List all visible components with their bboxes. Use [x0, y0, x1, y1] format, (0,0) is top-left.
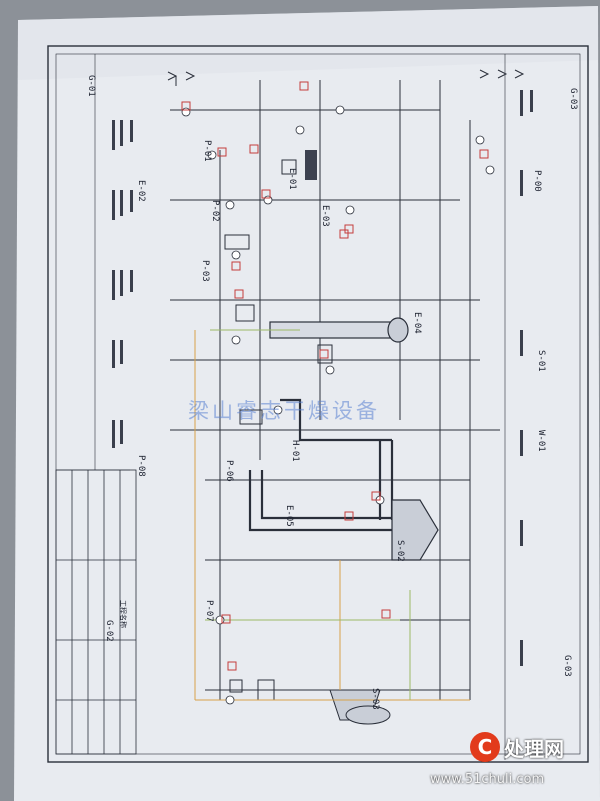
cyclone-s03-body — [345, 705, 391, 725]
tag-g01: G-01 — [86, 75, 96, 97]
tag-h01: H-01 — [290, 440, 300, 462]
drawing-frame — [47, 45, 589, 763]
tank-2 — [305, 150, 317, 180]
title-block-project: 工程名称 — [119, 600, 127, 628]
tag-s02: S-02 — [395, 540, 405, 562]
tag-e01: E-01 — [287, 168, 297, 190]
tag-p07: P-07 — [204, 600, 214, 622]
tag-e02: E-02 — [136, 180, 146, 202]
tank-8 — [229, 679, 243, 693]
tag-e03: E-03 — [320, 205, 330, 227]
tag-p03: P-03 — [200, 260, 210, 282]
tank-3 — [224, 234, 250, 250]
tower-s02 — [391, 499, 439, 561]
tag-e04: E-04 — [412, 312, 422, 334]
brand-logo-text: 处理网 — [504, 736, 564, 761]
tag-w01: W-01 — [536, 430, 546, 452]
tank-5 — [317, 344, 333, 364]
watermark-text: 梁山睿志干燥设备 — [188, 399, 380, 423]
paper-fold-shade — [18, 6, 598, 80]
tank-1 — [281, 159, 297, 175]
brand-logo-icon: C — [470, 732, 500, 762]
text-bars — [112, 90, 533, 666]
tag-g03-bottom: G-03 — [562, 655, 572, 677]
tag-s03: S-03 — [370, 688, 380, 710]
red-marks — [181, 81, 489, 671]
inner-frame — [55, 53, 581, 755]
tank-6 — [239, 409, 263, 425]
tag-p06: P-06 — [224, 460, 234, 482]
orange-lines — [194, 330, 470, 701]
tag-p02: P-02 — [210, 200, 220, 222]
inlet-arrows — [167, 69, 525, 86]
heater-e04-end — [387, 317, 409, 343]
brand-logo: C 处理网 — [470, 728, 596, 766]
duct-e05 — [248, 398, 420, 532]
tag-s01: S-01 — [536, 350, 546, 372]
tank-4 — [235, 304, 255, 322]
tag-p00: P-00 — [532, 170, 542, 192]
tag-g03-top: G-03 — [568, 88, 578, 110]
brand-url: www.51chuli.com — [430, 772, 545, 787]
tag-p08: P-08 — [136, 455, 146, 477]
tag-p01: P-01 — [202, 140, 212, 162]
green-lines — [205, 329, 411, 700]
title-block — [55, 469, 137, 755]
paper-sheet — [14, 6, 600, 801]
tag-g02: G-02 — [104, 620, 114, 642]
tag-e05: E-05 — [284, 505, 294, 527]
